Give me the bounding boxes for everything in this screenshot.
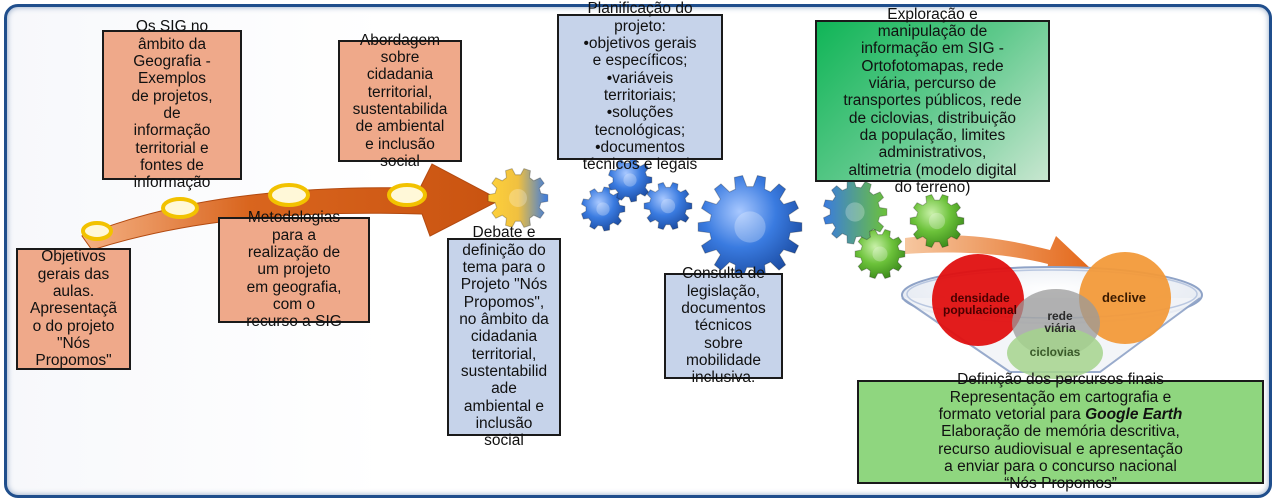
box-definicao-text: Definição dos percursos finais Represent… [938, 371, 1183, 493]
circle-declive [1079, 252, 1171, 344]
gear-icon [643, 181, 693, 231]
box-planificacao: Planificação do projeto: •objetivos gera… [557, 0, 723, 173]
gear-hub [872, 246, 888, 262]
box-definicao: Definição dos percursos finais Represent… [857, 371, 1264, 491]
definicao-google-earth: Google Earth [1085, 405, 1183, 423]
box-metodologias: Metodologias para a realização de um pro… [218, 209, 370, 330]
circle-densidade [932, 254, 1024, 346]
gear-icon [487, 168, 549, 228]
gear-icon [697, 174, 803, 280]
circle-ciclovias [1007, 327, 1103, 379]
label-densidade: densidade populacional [942, 291, 1017, 317]
definicao-line2: Elaboração de memória descritiva, recurs… [938, 423, 1183, 493]
gear-icon [854, 228, 906, 280]
label-declive: declive [1101, 290, 1147, 305]
label-ciclovias: ciclovias [1029, 345, 1081, 359]
gear-hub [928, 212, 946, 230]
box-abordagem: Abordagem sobre cidadania territorial, s… [338, 32, 462, 170]
gear-hub [623, 173, 637, 187]
box-objetivos: Objetivos gerais das aulas. Apresentaçã … [16, 248, 131, 370]
milestone-circle-icon [268, 183, 310, 207]
box-consulta: Consulta de legislação, documentos técni… [664, 265, 783, 386]
gear-hub [509, 189, 527, 207]
milestone-circle-icon [81, 221, 113, 241]
gear-icon [909, 193, 965, 249]
gear-hub [734, 211, 766, 243]
milestone-circle-icon [387, 183, 427, 207]
box-sig: Os SIG no âmbito da Geografia - Exemplos… [102, 18, 242, 191]
box-debate: Debate e definição do tema para o Projet… [447, 224, 561, 449]
gear-icon [580, 186, 626, 232]
milestone-circle-icon [161, 197, 199, 219]
funnel-arrow [905, 235, 1090, 278]
gear-hub [660, 198, 676, 214]
label-rede: rede viária [1044, 309, 1076, 335]
definicao-line1: Definição dos percursos finais Represent… [938, 371, 1172, 423]
gear-icon [822, 179, 888, 245]
box-exploracao: Exploração e manipulação de informação e… [815, 6, 1050, 196]
gear-hub [845, 202, 865, 222]
gear-hub [596, 202, 610, 216]
